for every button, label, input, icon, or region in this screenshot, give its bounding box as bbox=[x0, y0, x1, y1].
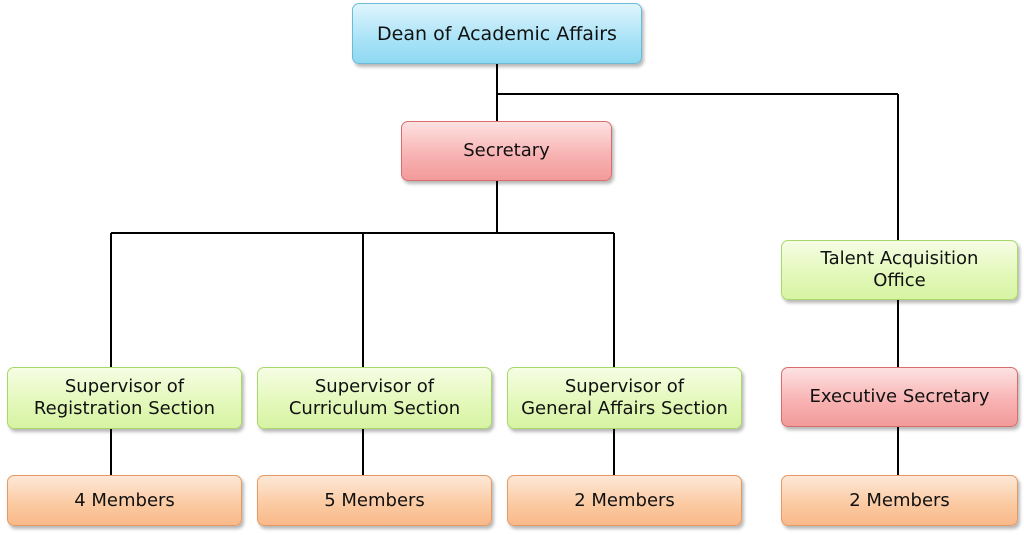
members-general-affairs-label: 2 Members bbox=[574, 489, 675, 511]
supervisor-general-affairs-label: Supervisor of General Affairs Section bbox=[521, 376, 728, 419]
talent-acquisition-office-label: Talent Acquisition Office bbox=[820, 248, 979, 291]
dean-label: Dean of Academic Affairs bbox=[377, 22, 617, 45]
supervisor-registration-node: Supervisor of Registration Section bbox=[7, 367, 242, 429]
secretary-node: Secretary bbox=[401, 121, 612, 181]
supervisor-curriculum-label: Supervisor of Curriculum Section bbox=[288, 376, 461, 419]
members-talent-node: 2 Members bbox=[781, 475, 1018, 526]
dean-node: Dean of Academic Affairs bbox=[352, 3, 642, 64]
members-curriculum-label: 5 Members bbox=[324, 489, 425, 511]
secretary-label: Secretary bbox=[463, 140, 550, 161]
members-curriculum-node: 5 Members bbox=[257, 475, 492, 526]
executive-secretary-label: Executive Secretary bbox=[809, 386, 990, 407]
members-registration-label: 4 Members bbox=[74, 489, 175, 511]
talent-acquisition-office-node: Talent Acquisition Office bbox=[781, 240, 1018, 300]
supervisor-registration-label: Supervisor of Registration Section bbox=[33, 376, 216, 419]
supervisor-curriculum-node: Supervisor of Curriculum Section bbox=[257, 367, 492, 429]
supervisor-general-affairs-node: Supervisor of General Affairs Section bbox=[507, 367, 742, 429]
executive-secretary-node: Executive Secretary bbox=[781, 367, 1018, 427]
members-talent-label: 2 Members bbox=[849, 489, 950, 511]
members-general-affairs-node: 2 Members bbox=[507, 475, 742, 526]
members-registration-node: 4 Members bbox=[7, 475, 242, 526]
